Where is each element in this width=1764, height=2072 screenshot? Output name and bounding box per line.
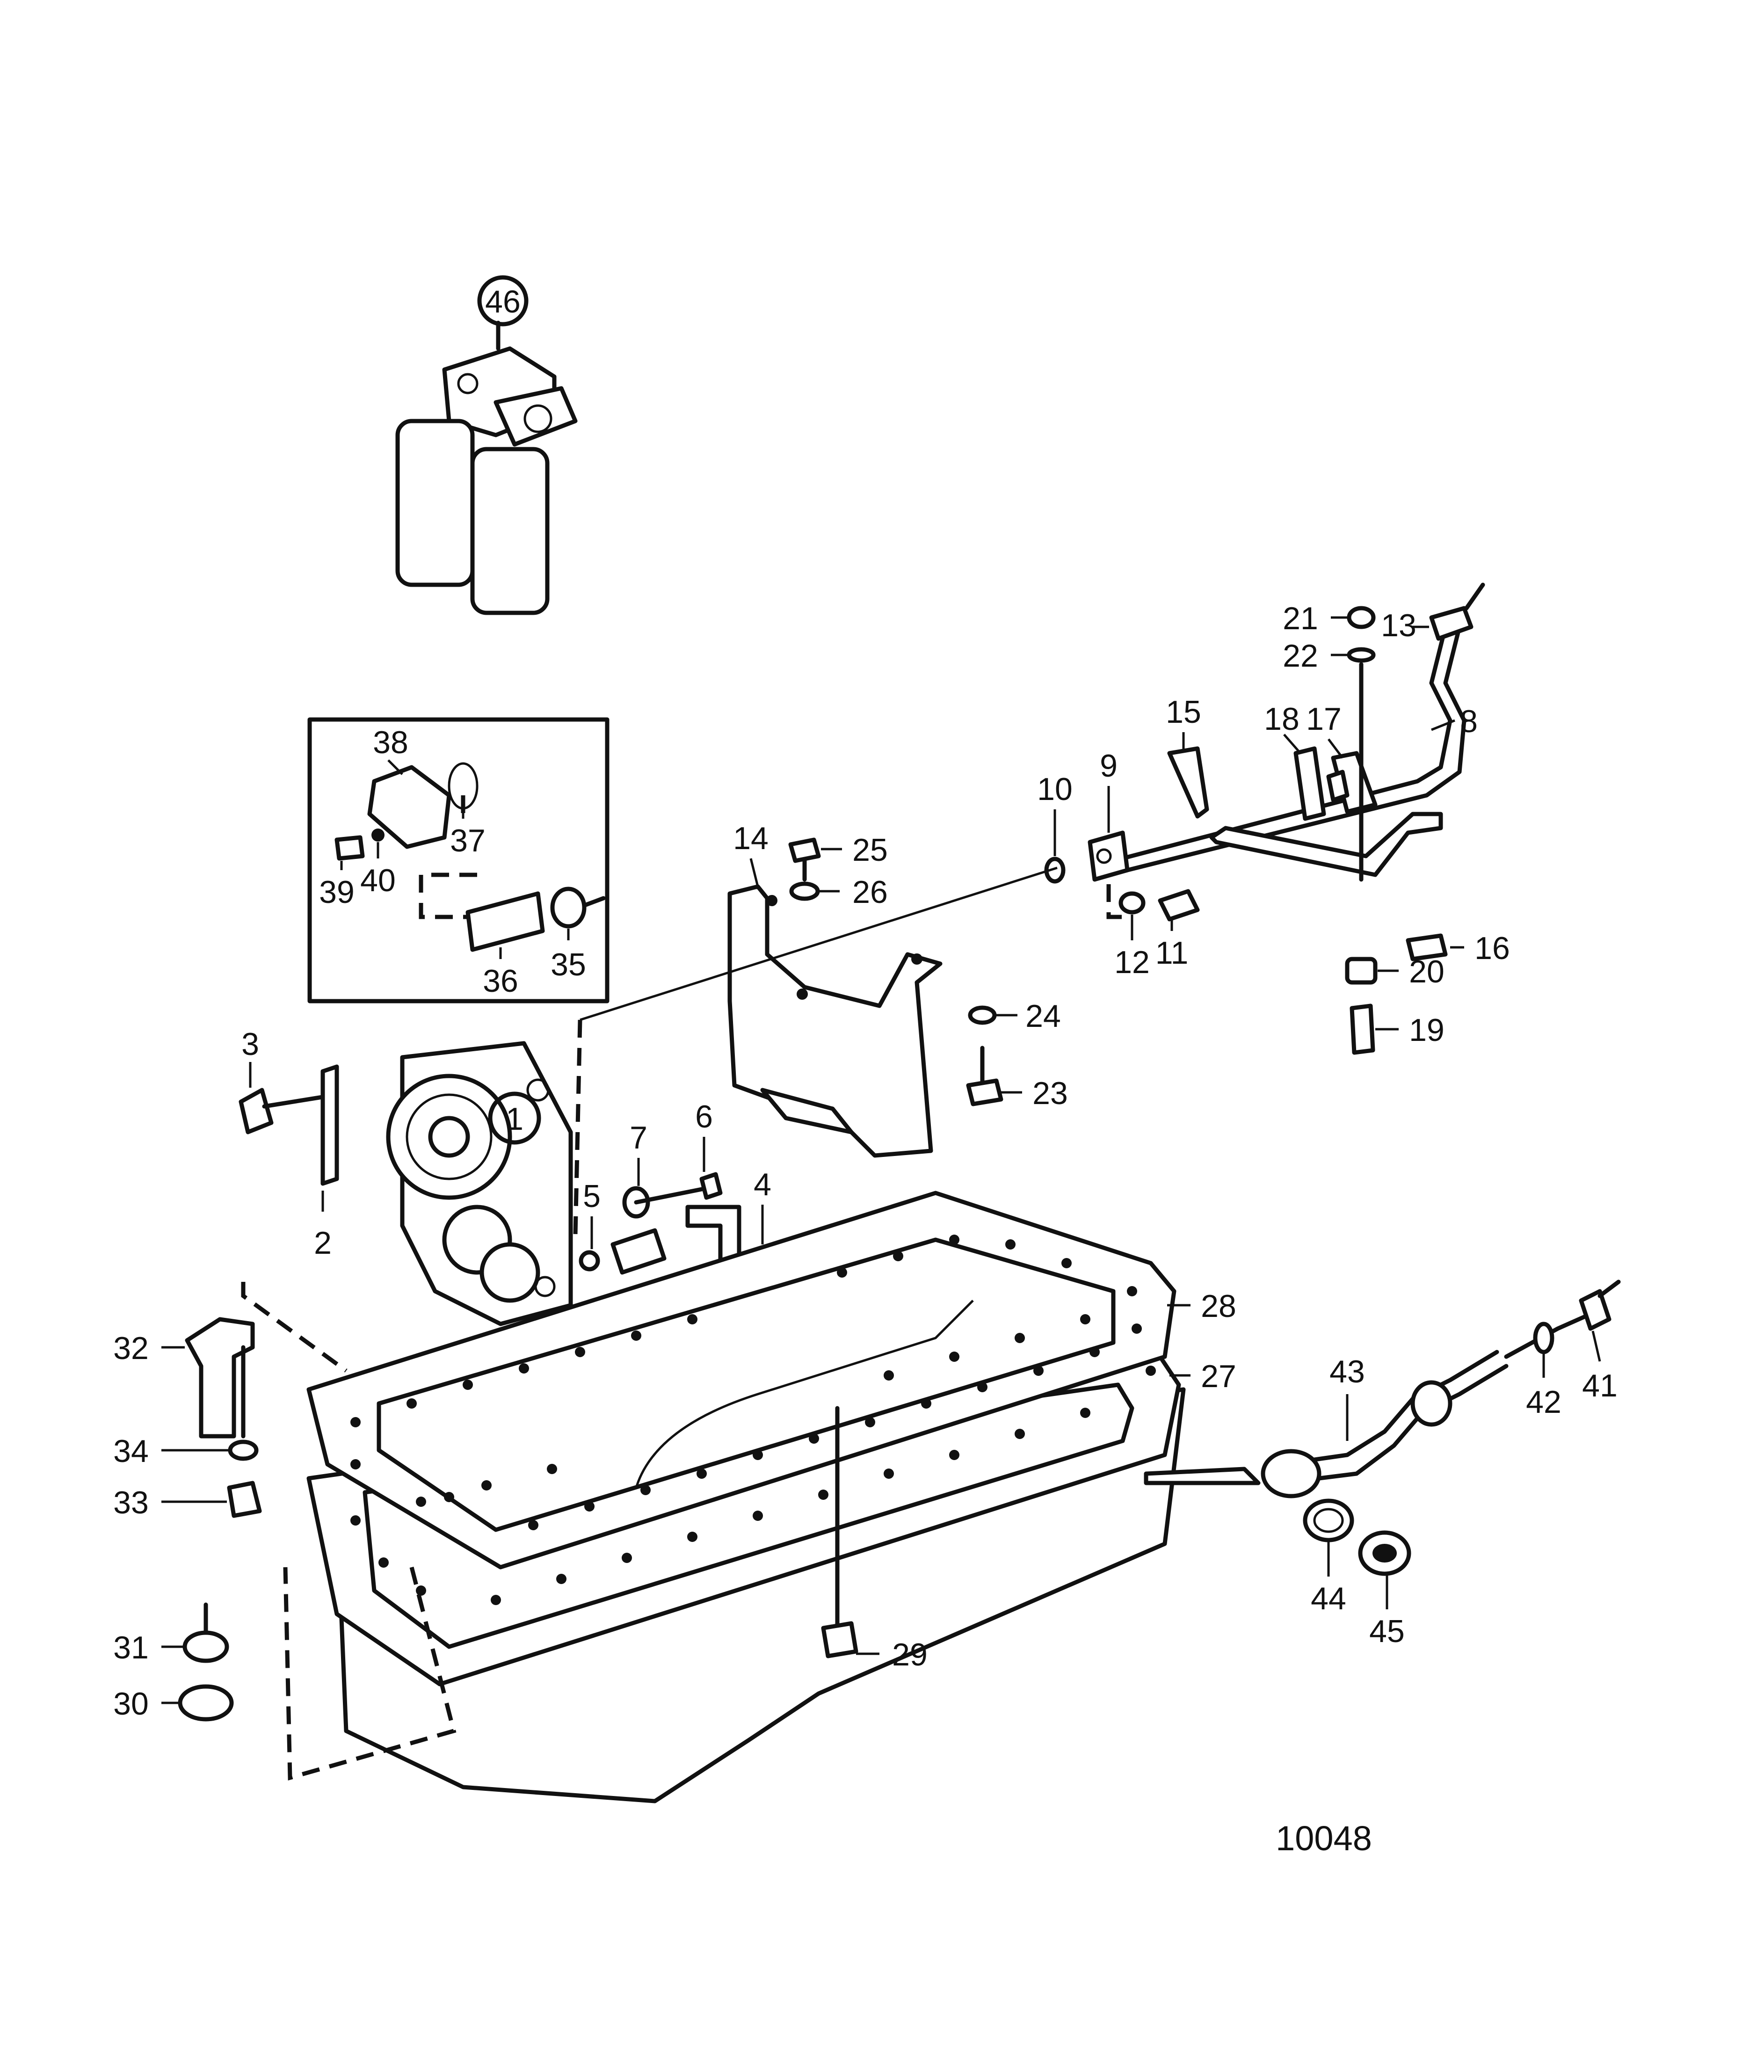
callout-22: 22: [1283, 638, 1318, 674]
callout-17: 17: [1306, 701, 1342, 737]
sump-bolt: [821, 1406, 858, 1658]
callout-25: 25: [852, 832, 888, 868]
callout-19: 19: [1409, 1012, 1445, 1048]
oil-pump: [386, 1041, 573, 1326]
callout-7: 7: [630, 1120, 647, 1156]
drawing-number: 10048: [1276, 1819, 1372, 1858]
callout-23: 23: [1032, 1076, 1068, 1111]
callout-1: 1: [506, 1101, 523, 1137]
callout-42: 42: [1526, 1384, 1561, 1420]
dipstick-assembly: [1144, 1280, 1621, 1576]
callout-labels: 46 1 2 3 4 5 6 7 8 9 10 11 12 13 14 15 1…: [113, 275, 1618, 1722]
callout-9: 9: [1100, 748, 1118, 784]
pressure-pipe: [1044, 582, 1485, 1055]
callout-35: 35: [551, 947, 586, 982]
callout-36: 36: [483, 963, 518, 999]
callout-27: 27: [1201, 1359, 1236, 1394]
callout-28: 28: [1201, 1288, 1236, 1324]
oil-sump: [241, 1191, 1186, 1803]
callout-14: 14: [733, 821, 769, 856]
callout-45: 45: [1369, 1614, 1405, 1649]
pump-fittings: [579, 1172, 723, 1275]
callout-44: 44: [1311, 1581, 1346, 1616]
pump-bolt: [239, 1064, 339, 1186]
gasket-holes: [350, 1235, 1156, 1605]
callout-30: 30: [113, 1686, 149, 1722]
callout-33: 33: [113, 1485, 149, 1520]
callout-3: 3: [241, 1026, 259, 1062]
inset-box: [307, 717, 610, 1003]
callout-20: 20: [1409, 954, 1445, 989]
guide-dash-drain: [283, 1566, 457, 1781]
bracket-fasteners: [788, 837, 1003, 1106]
callout-39: 39: [319, 874, 355, 910]
callout-43: 43: [1329, 1354, 1365, 1389]
callout-4: 4: [754, 1167, 771, 1202]
callout-10: 10: [1037, 771, 1073, 807]
guide-dash-pump: [573, 1019, 582, 1236]
sump-cover: [185, 1317, 262, 1518]
callout-circle-1: [488, 1091, 541, 1145]
callout-16: 16: [1474, 931, 1510, 966]
callout-38: 38: [373, 725, 408, 760]
callout-31: 31: [113, 1630, 149, 1665]
callout-12: 12: [1114, 945, 1150, 980]
callout-34: 34: [113, 1433, 149, 1469]
callout-2: 2: [314, 1225, 332, 1261]
callout-41: 41: [1582, 1368, 1618, 1403]
callout-26: 26: [852, 874, 888, 910]
drain-plug: [178, 1602, 234, 1722]
callout-32: 32: [113, 1330, 149, 1366]
callout-circle-46: [477, 275, 529, 327]
callout-8: 8: [1460, 704, 1478, 739]
callout-18: 18: [1264, 701, 1299, 737]
callout-40: 40: [360, 863, 396, 898]
callout-15: 15: [1166, 694, 1201, 730]
callout-11: 11: [1155, 935, 1189, 971]
callout-13: 13: [1381, 608, 1416, 643]
callout-46: 46: [485, 284, 521, 320]
callout-37: 37: [450, 823, 486, 858]
guide-dash-cover: [241, 1282, 348, 1373]
callout-21: 21: [1283, 601, 1318, 636]
callout-5: 5: [583, 1178, 601, 1214]
callout-29: 29: [892, 1637, 928, 1672]
guide-line-pipe: [580, 866, 1058, 1021]
oil-filter-assembly: [395, 320, 578, 615]
callout-6: 6: [695, 1099, 713, 1134]
callout-24: 24: [1025, 998, 1061, 1034]
pump-bracket: [727, 884, 943, 1158]
